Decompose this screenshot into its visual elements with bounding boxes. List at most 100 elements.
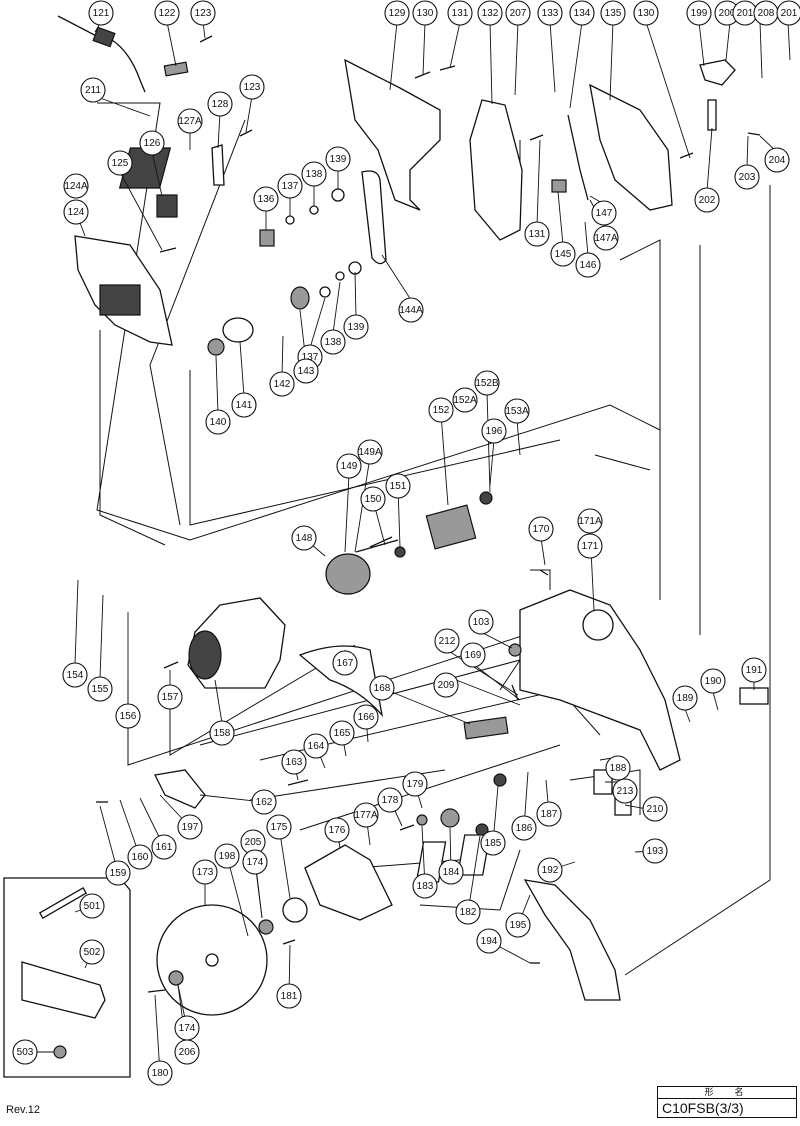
callout-213: 213 (612, 778, 638, 804)
callout-circle (642, 838, 668, 864)
callout-140: 140 (205, 409, 231, 435)
callout-146: 146 (575, 252, 601, 278)
callout-label: 166 (358, 712, 375, 723)
callout-circle (460, 642, 486, 668)
callout-circle (88, 0, 114, 26)
callout-circle (62, 662, 88, 688)
callout-label: 158 (214, 728, 231, 739)
callout-134: 134 (569, 0, 595, 26)
callout-label: 174 (179, 1023, 196, 1034)
callout-label: 191 (746, 665, 763, 676)
callout-circle (291, 525, 317, 551)
callout-circle (438, 859, 464, 885)
callout-178: 178 (377, 787, 403, 813)
callout-143: 143 (293, 358, 319, 384)
callout-502: 502 (79, 939, 105, 965)
callout-165: 165 (329, 720, 355, 746)
callout-195: 195 (505, 912, 531, 938)
callout-circle (612, 778, 638, 804)
callout-circle (686, 0, 712, 26)
callout-label: 131 (529, 229, 546, 240)
callout-label: 181 (281, 991, 298, 1002)
callout-circle (231, 392, 257, 418)
callout-circle (385, 473, 411, 499)
callout-200: 200 (714, 0, 740, 26)
callout-circle (239, 74, 265, 100)
callout-label: 136 (258, 194, 275, 205)
callout-label: 152B (475, 378, 499, 389)
callout-label: 167 (337, 658, 354, 669)
callout-label: 155 (92, 684, 109, 695)
callout-159: 159 (105, 860, 131, 886)
callout-circle (528, 516, 554, 542)
callout-circle (377, 787, 403, 813)
callout-167: 167 (332, 650, 358, 676)
callout-177A: 177A (353, 802, 379, 828)
callout-circle (537, 0, 563, 26)
callout-circle (154, 0, 180, 26)
callout-circle (266, 814, 292, 840)
callout-176: 176 (324, 817, 350, 843)
callout-label: 197 (182, 822, 199, 833)
callout-174: 174 (174, 1015, 200, 1041)
callout-212: 212 (434, 628, 460, 654)
callout-label: 123 (244, 82, 261, 93)
callout-185: 185 (480, 830, 506, 856)
callout-192: 192 (537, 857, 563, 883)
callout-175: 175 (266, 814, 292, 840)
callout-label: 151 (390, 481, 407, 492)
callout-circle (369, 675, 395, 701)
callout-circle (357, 439, 383, 465)
callout-label: 156 (120, 711, 137, 722)
callout-circle (577, 533, 603, 559)
callout-circle (353, 704, 379, 730)
callout-188: 188 (605, 755, 631, 781)
callout-circle (281, 749, 307, 775)
callout-circle (343, 314, 369, 340)
callout-label: 141 (236, 400, 253, 411)
callout-124: 124 (63, 199, 89, 225)
callout-label: 168 (374, 683, 391, 694)
callout-label: 140 (210, 417, 227, 428)
callout-circle (269, 371, 295, 397)
callout-152B: 152B (474, 370, 500, 396)
callout-125: 125 (107, 150, 133, 176)
callout-circle (694, 187, 720, 213)
callout-circle (151, 834, 177, 860)
callout-label: 149 (341, 461, 358, 472)
callout-circle (474, 370, 500, 396)
callout-label: 502 (84, 947, 101, 958)
callout-191: 191 (741, 657, 767, 683)
callout-147A: 147A (593, 225, 619, 251)
callout-label: 209 (438, 680, 455, 691)
callout-circle (642, 796, 668, 822)
callout-label: 196 (486, 426, 503, 437)
callout-circle (207, 91, 233, 117)
callout-label: 189 (677, 693, 694, 704)
callout-circle (12, 1039, 38, 1065)
callout-circle (332, 650, 358, 676)
callout-circle (398, 297, 424, 323)
callout-204: 204 (764, 147, 790, 173)
callout-circle (481, 418, 507, 444)
model-number: C10FSB(3/3) (662, 1100, 744, 1116)
callout-170: 170 (528, 516, 554, 542)
callout-171: 171 (577, 533, 603, 559)
callout-158: 158 (209, 720, 235, 746)
callout-152: 152 (428, 397, 454, 423)
callout-circle (504, 398, 530, 424)
callout-184: 184 (438, 859, 464, 885)
callout-198: 198 (214, 843, 240, 869)
callout-164: 164 (303, 733, 329, 759)
callout-label: 171A (578, 516, 602, 527)
callout-label: 198 (219, 851, 236, 862)
callout-207: 207 (505, 0, 531, 26)
callout-label: 180 (152, 1068, 169, 1079)
callout-circle (177, 814, 203, 840)
callout-label: 174 (247, 857, 264, 868)
callout-circle (600, 0, 626, 26)
callout-label: 128 (212, 99, 229, 110)
callout-label: 103 (473, 617, 490, 628)
